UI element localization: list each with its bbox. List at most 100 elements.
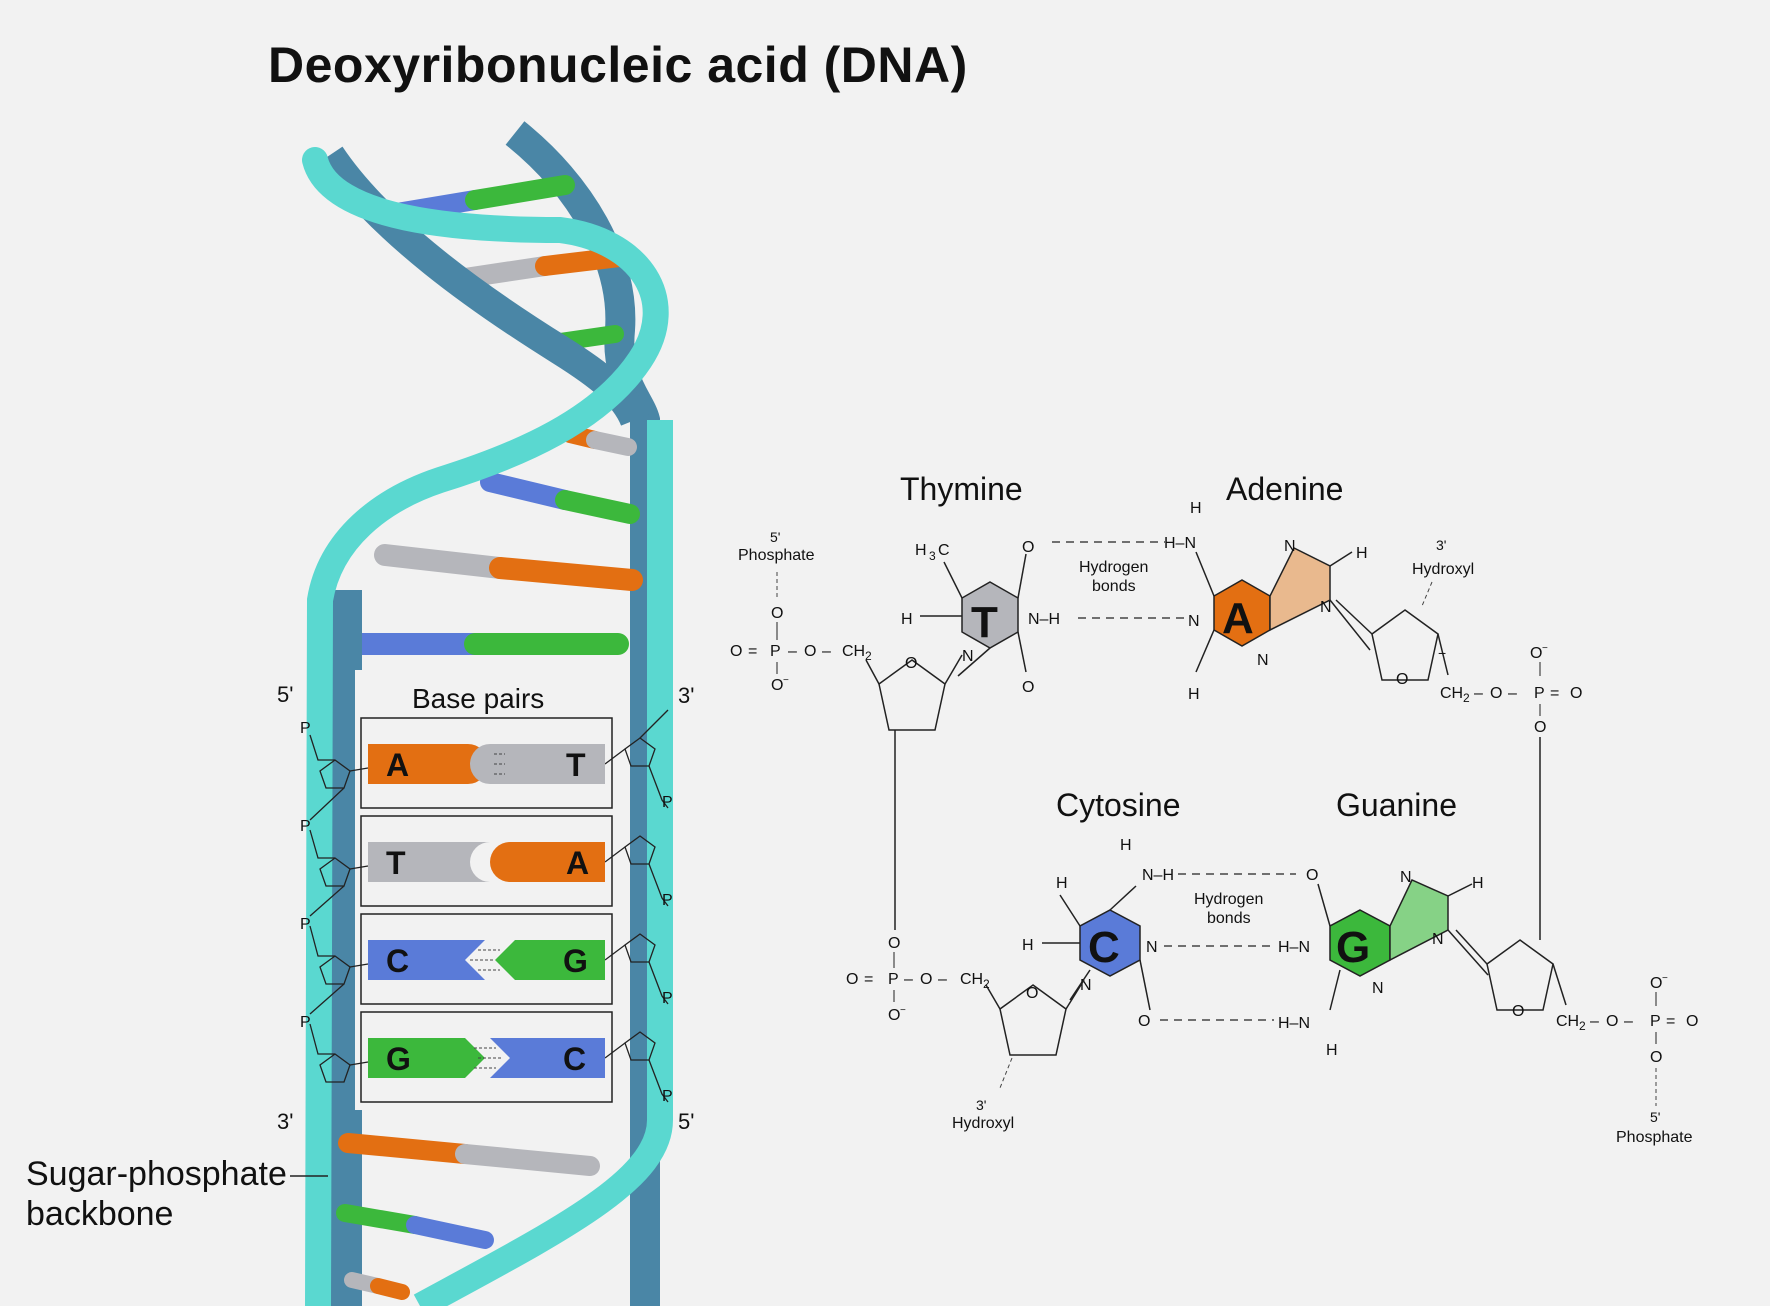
svg-text:−: − [783, 675, 789, 686]
svg-text:N–H: N–H [1142, 867, 1174, 884]
phosphate-label: P [662, 990, 673, 1007]
svg-text:N–H: N–H [1028, 611, 1060, 628]
pair-right-letter: G [563, 943, 588, 979]
hbond-label: Hydrogen [1079, 559, 1148, 576]
svg-text:O: O [730, 643, 742, 660]
pair-right-letter: A [566, 845, 589, 881]
svg-text:−: − [1438, 645, 1446, 661]
prime-3-top: 3' [678, 683, 694, 708]
hydroxyl-3-prime: 3' [1436, 537, 1446, 553]
svg-text:C: C [938, 542, 950, 559]
chemical-structure: Thymine Adenine Cytosine Guanine Hydroge… [730, 471, 1698, 1146]
svg-text:P: P [770, 643, 781, 660]
svg-text:O: O [1022, 679, 1034, 696]
pair-frame [360, 815, 613, 907]
rung [370, 1278, 410, 1300]
svg-text:N: N [962, 648, 974, 665]
svg-text:H: H [1190, 500, 1202, 517]
svg-text:O: O [905, 655, 917, 672]
svg-text:H: H [1056, 875, 1068, 892]
light-strand-right [413, 420, 673, 1306]
svg-text:O: O [1570, 685, 1582, 702]
svg-text:=: = [864, 971, 873, 988]
svg-text:N: N [1188, 613, 1200, 630]
svg-text:=: = [1666, 1013, 1675, 1030]
svg-text:H: H [1472, 875, 1484, 892]
base-pairs-heading: Base pairs [412, 683, 544, 714]
adenine-block [368, 744, 488, 784]
svg-text:O: O [1606, 1013, 1618, 1030]
svg-text:H–N: H–N [1164, 535, 1196, 552]
svg-text:O: O [1138, 1013, 1150, 1030]
double-helix: P P P P P P P P 5' 3' 3' 5' Sugar-phosph… [26, 121, 694, 1306]
svg-text:O: O [1686, 1013, 1698, 1030]
hydroxyl-3-label: Hydroxyl [1412, 561, 1474, 578]
svg-text:P: P [1534, 685, 1545, 702]
phosphate-label: P [662, 794, 673, 811]
svg-text:O: O [804, 643, 816, 660]
svg-text:O: O [1530, 645, 1542, 662]
phosphate-label: P [662, 892, 673, 909]
phosphate-label: P [662, 1088, 673, 1105]
hbond-label: bonds [1092, 578, 1136, 595]
thymine-letter: T [971, 598, 998, 647]
pair-left-letter: C [386, 943, 409, 979]
svg-text:P: P [888, 971, 899, 988]
svg-text:−: − [1542, 643, 1548, 654]
pair-left-letter: G [386, 1041, 411, 1077]
adenine-letter: A [1222, 594, 1254, 643]
svg-text:N: N [1257, 652, 1269, 669]
svg-text:–: – [1624, 1013, 1633, 1030]
adenine-ring-5 [1269, 546, 1331, 632]
guanine-block [495, 940, 605, 980]
svg-text:O: O [888, 935, 900, 952]
svg-text:H: H [1022, 937, 1034, 954]
svg-text:O: O [1512, 1003, 1524, 1020]
svg-text:CH: CH [1556, 1013, 1579, 1030]
prime-3-bottom: 3' [277, 1109, 293, 1134]
svg-text:=: = [748, 643, 757, 660]
prime-5-top: 5' [277, 682, 293, 707]
hydroxyl-3-prime: 3' [976, 1097, 986, 1113]
sugar-phosphate-chain-left [309, 734, 369, 1083]
phosphate-5-label: Phosphate [738, 547, 815, 564]
phosphate-label: P [300, 818, 311, 835]
svg-text:H–N: H–N [1278, 939, 1310, 956]
svg-text:O: O [771, 677, 783, 694]
prime-5-bottom: 5' [678, 1109, 694, 1134]
svg-text:H: H [901, 611, 913, 628]
thymine-label: Thymine [900, 471, 1023, 507]
svg-text:2: 2 [1463, 691, 1470, 705]
guanine-letter: G [1336, 923, 1370, 972]
svg-text:CH: CH [842, 643, 865, 660]
svg-text:H: H [1188, 686, 1200, 703]
hbond-label: bonds [1207, 910, 1251, 927]
pair-frame [360, 1011, 613, 1103]
svg-text:N: N [1320, 599, 1332, 616]
svg-text:N: N [1372, 980, 1384, 997]
svg-text:H: H [1356, 545, 1368, 562]
pair-left-letter: A [386, 747, 409, 783]
rung [338, 1133, 475, 1164]
cytosine-label: Cytosine [1056, 787, 1181, 823]
svg-text:N: N [1146, 939, 1158, 956]
phosphate-5-label: Phosphate [1616, 1129, 1693, 1146]
rung [374, 544, 511, 579]
light-strand [302, 147, 669, 1306]
svg-text:2: 2 [865, 649, 872, 663]
svg-text:H: H [1326, 1042, 1338, 1059]
rung [586, 431, 637, 456]
base-pairs-box: Base pairs A T T A C G G C [360, 683, 613, 1103]
cytosine-block [368, 940, 485, 980]
svg-text:O: O [1026, 985, 1038, 1002]
svg-text:O: O [1022, 539, 1034, 556]
thymine-block [470, 744, 605, 784]
svg-text:O: O [846, 971, 858, 988]
thymine-block [368, 842, 490, 882]
svg-text:O: O [1490, 685, 1502, 702]
phosphate-labels: P P P P P P P P [300, 720, 673, 1105]
svg-text:–: – [788, 643, 797, 660]
page-title: Deoxyribonucleic acid (DNA) [268, 37, 968, 93]
svg-text:=: = [1550, 685, 1559, 702]
